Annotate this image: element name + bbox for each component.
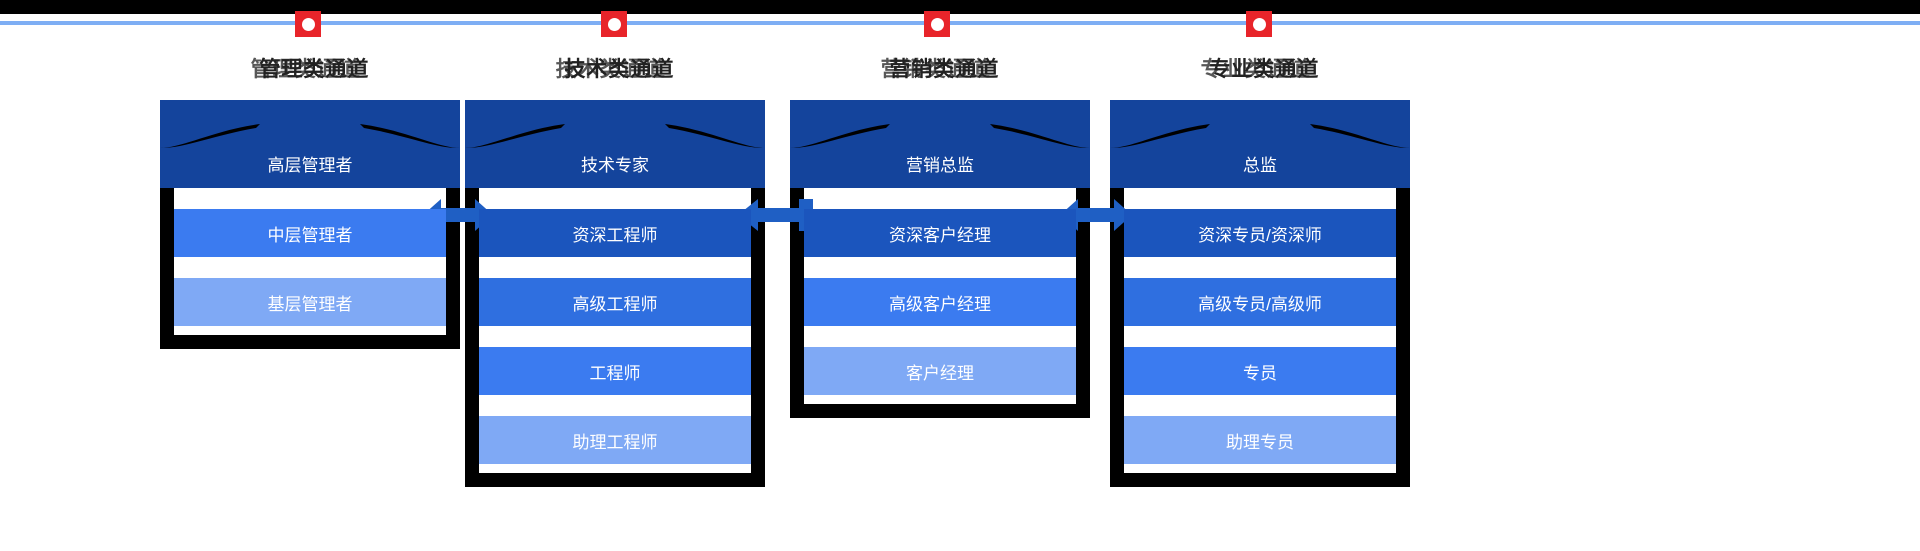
- career-step-card[interactable]: 资深工程师: [479, 209, 751, 257]
- career-step-label: 客户经理: [906, 363, 974, 383]
- arrow-technical-marketing-icon: [738, 199, 813, 231]
- career-step-card[interactable]: 高级专员/高级师: [1124, 278, 1396, 326]
- career-step-card[interactable]: 高层管理者: [160, 100, 460, 188]
- career-step-card[interactable]: 助理工程师: [479, 416, 751, 464]
- career-step-label: 助理专员: [1226, 432, 1294, 452]
- career-column-technical: 技术类通道技术类通道技术专家资深工程师高级工程师工程师助理工程师: [465, 55, 765, 487]
- ladder-rail-bottom: [1110, 473, 1410, 487]
- top-black-bar: [0, 0, 1920, 14]
- career-step-card[interactable]: 专员: [1124, 347, 1396, 395]
- career-step-card[interactable]: 总监: [1110, 100, 1410, 188]
- ladder-frame-technical: 技术专家资深工程师高级工程师工程师助理工程师: [465, 100, 765, 487]
- marker-dot-icon: [607, 17, 621, 31]
- career-step-card[interactable]: 资深专员/资深师: [1124, 209, 1396, 257]
- ladder-top-swoosh-icon: [465, 124, 765, 148]
- career-step-card[interactable]: 工程师: [479, 347, 751, 395]
- ladder-frame-management: 高层管理者中层管理者基层管理者: [160, 100, 460, 349]
- ladder-rail-right: [1396, 126, 1410, 487]
- career-step-card[interactable]: 技术专家: [465, 100, 765, 188]
- career-step-label: 总监: [1243, 156, 1277, 175]
- ladder-rail-bottom: [790, 404, 1090, 418]
- career-step-card[interactable]: 高级客户经理: [804, 278, 1076, 326]
- career-step-card[interactable]: 基层管理者: [174, 278, 446, 326]
- career-column-professional: 专业类通道专业类通道总监资深专员/资深师高级专员/高级师专员助理专员: [1110, 55, 1410, 487]
- career-step-label: 高级专员/高级师: [1198, 294, 1322, 314]
- career-step-label: 基层管理者: [267, 294, 353, 314]
- column-title-shadow: 技术类通道: [555, 58, 666, 81]
- blue-divider-line: [0, 21, 1920, 25]
- marker-dot-icon: [930, 17, 944, 31]
- marker-2-icon[interactable]: [601, 11, 627, 37]
- column-title-management: 管理类通道管理类通道: [160, 55, 460, 85]
- career-step-label: 高层管理者: [267, 156, 353, 175]
- career-column-management: 管理类通道管理类通道高层管理者中层管理者基层管理者: [160, 55, 460, 349]
- career-step-card[interactable]: 营销总监: [790, 100, 1090, 188]
- career-step-card[interactable]: 高级工程师: [479, 278, 751, 326]
- career-step-card[interactable]: 客户经理: [804, 347, 1076, 395]
- column-title-shadow: 管理类通道: [250, 58, 361, 81]
- column-title-technical: 技术类通道技术类通道: [465, 55, 765, 85]
- ladder-steps-marketing: 营销总监资深客户经理高级客户经理客户经理: [790, 100, 1090, 395]
- career-step-label: 专员: [1243, 363, 1277, 383]
- career-step-card[interactable]: 中层管理者: [174, 209, 446, 257]
- column-title-text: 管理类通道: [259, 58, 370, 81]
- marker-1-icon[interactable]: [295, 11, 321, 37]
- ladder-top-swoosh-icon: [160, 124, 460, 148]
- ladder-top-swoosh-icon: [790, 124, 1090, 148]
- marker-dot-icon: [301, 17, 315, 31]
- ladder-steps-technical: 技术专家资深工程师高级工程师工程师助理工程师: [465, 100, 765, 464]
- career-step-label: 助理工程师: [572, 432, 658, 452]
- column-title-text: 营销类通道: [889, 58, 1000, 81]
- career-step-card[interactable]: 助理专员: [1124, 416, 1396, 464]
- career-step-label: 高级客户经理: [889, 294, 991, 314]
- career-step-label: 高级工程师: [572, 294, 658, 314]
- ladder-steps-professional: 总监资深专员/资深师高级专员/高级师专员助理专员: [1110, 100, 1410, 464]
- column-title-shadow: 专业类通道: [1200, 58, 1311, 81]
- career-step-label: 资深专员/资深师: [1198, 225, 1322, 245]
- career-step-label: 资深工程师: [572, 225, 658, 245]
- ladder-frame-marketing: 营销总监资深客户经理高级客户经理客户经理: [790, 100, 1090, 418]
- ladder-top-swoosh-icon: [1110, 124, 1410, 148]
- ladder-rail-bottom: [465, 473, 765, 487]
- career-step-label: 技术专家: [581, 156, 649, 175]
- career-column-marketing: 营销类通道营销类通道营销总监资深客户经理高级客户经理客户经理: [790, 55, 1090, 418]
- arrow-marketing-professional-icon: [1060, 199, 1132, 231]
- ladder-frame-professional: 总监资深专员/资深师高级专员/高级师专员助理专员: [1110, 100, 1410, 487]
- career-step-label: 营销总监: [906, 156, 974, 175]
- marker-dot-icon: [1252, 17, 1266, 31]
- ladder-rail-bottom: [160, 335, 460, 349]
- career-step-label: 工程师: [589, 363, 641, 383]
- career-step-label: 中层管理者: [267, 225, 353, 245]
- column-title-text: 技术类通道: [564, 58, 675, 81]
- column-title-shadow: 营销类通道: [880, 58, 991, 81]
- column-title-marketing: 营销类通道营销类通道: [790, 55, 1090, 85]
- ladder-rail-right: [1076, 126, 1090, 418]
- column-title-professional: 专业类通道专业类通道: [1110, 55, 1410, 85]
- marker-4-icon[interactable]: [1246, 11, 1272, 37]
- marker-3-icon[interactable]: [924, 11, 950, 37]
- column-title-text: 专业类通道: [1209, 58, 1320, 81]
- career-step-label: 资深客户经理: [889, 225, 991, 245]
- career-step-card[interactable]: 资深客户经理: [804, 209, 1076, 257]
- ladder-steps-management: 高层管理者中层管理者基层管理者: [160, 100, 460, 326]
